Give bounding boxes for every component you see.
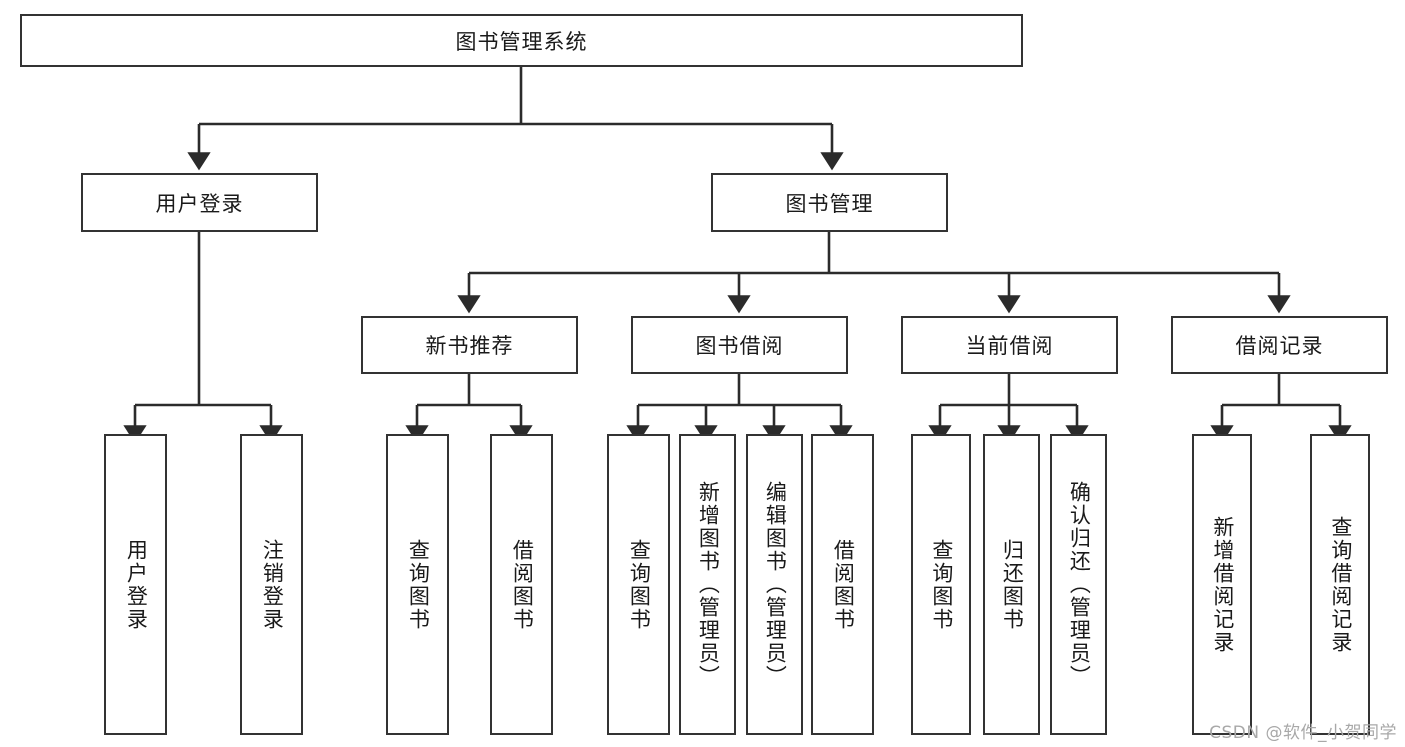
- node-leaf-borrow-book-1-label: 借阅图书: [510, 538, 535, 631]
- node-current-borrow[interactable]: 当前借阅: [901, 316, 1118, 374]
- node-leaf-confirm-return-label: 确认归还（管理员）: [1067, 481, 1092, 688]
- node-leaf-return-book-label: 归还图书: [1000, 538, 1025, 631]
- node-leaf-user-logout[interactable]: 注销登录: [240, 434, 303, 735]
- node-leaf-user-login-label: 用户登录: [124, 538, 149, 631]
- node-book-borrow[interactable]: 图书借阅: [631, 316, 848, 374]
- node-book-management-label: 图书管理: [785, 191, 874, 216]
- node-new-book-recommend-label: 新书推荐: [425, 334, 514, 358]
- node-leaf-query-book-2-label: 查询图书: [627, 538, 652, 631]
- node-leaf-add-book-label: 新增图书（管理员）: [696, 481, 721, 688]
- node-root[interactable]: 图书管理系统: [20, 14, 1023, 67]
- node-leaf-query-book-1[interactable]: 查询图书: [386, 434, 449, 735]
- node-leaf-edit-book-label: 编辑图书（管理员）: [763, 481, 788, 688]
- node-leaf-query-book-3-label: 查询图书: [929, 538, 954, 631]
- node-leaf-user-logout-label: 注销登录: [260, 538, 285, 631]
- node-leaf-query-book-1-label: 查询图书: [406, 538, 431, 631]
- node-leaf-return-book[interactable]: 归还图书: [983, 434, 1040, 735]
- node-leaf-borrow-book-2-label: 借阅图书: [831, 538, 856, 631]
- node-leaf-add-record-label: 新增借阅记录: [1210, 515, 1235, 654]
- node-current-borrow-label: 当前借阅: [965, 334, 1054, 358]
- node-leaf-user-login[interactable]: 用户登录: [104, 434, 167, 735]
- csdn-watermark: CSDN @软件_小贺同学: [1209, 723, 1397, 743]
- node-new-book-recommend[interactable]: 新书推荐: [361, 316, 578, 374]
- node-book-management[interactable]: 图书管理: [711, 173, 948, 232]
- node-leaf-query-record-label: 查询借阅记录: [1328, 515, 1353, 654]
- node-leaf-confirm-return[interactable]: 确认归还（管理员）: [1050, 434, 1107, 735]
- node-user-login[interactable]: 用户登录: [81, 173, 318, 232]
- node-leaf-add-book[interactable]: 新增图书（管理员）: [679, 434, 736, 735]
- node-root-label: 图书管理系统: [455, 29, 588, 54]
- node-leaf-borrow-book-2[interactable]: 借阅图书: [811, 434, 874, 735]
- node-borrow-record-label: 借阅记录: [1235, 334, 1324, 358]
- node-leaf-borrow-book-1[interactable]: 借阅图书: [490, 434, 553, 735]
- node-leaf-query-record[interactable]: 查询借阅记录: [1310, 434, 1370, 735]
- node-leaf-query-book-3[interactable]: 查询图书: [911, 434, 971, 735]
- node-leaf-query-book-2[interactable]: 查询图书: [607, 434, 670, 735]
- node-user-login-label: 用户登录: [155, 191, 244, 216]
- node-book-borrow-label: 图书借阅: [695, 334, 784, 358]
- node-leaf-add-record[interactable]: 新增借阅记录: [1192, 434, 1252, 735]
- node-borrow-record[interactable]: 借阅记录: [1171, 316, 1388, 374]
- node-leaf-edit-book[interactable]: 编辑图书（管理员）: [746, 434, 803, 735]
